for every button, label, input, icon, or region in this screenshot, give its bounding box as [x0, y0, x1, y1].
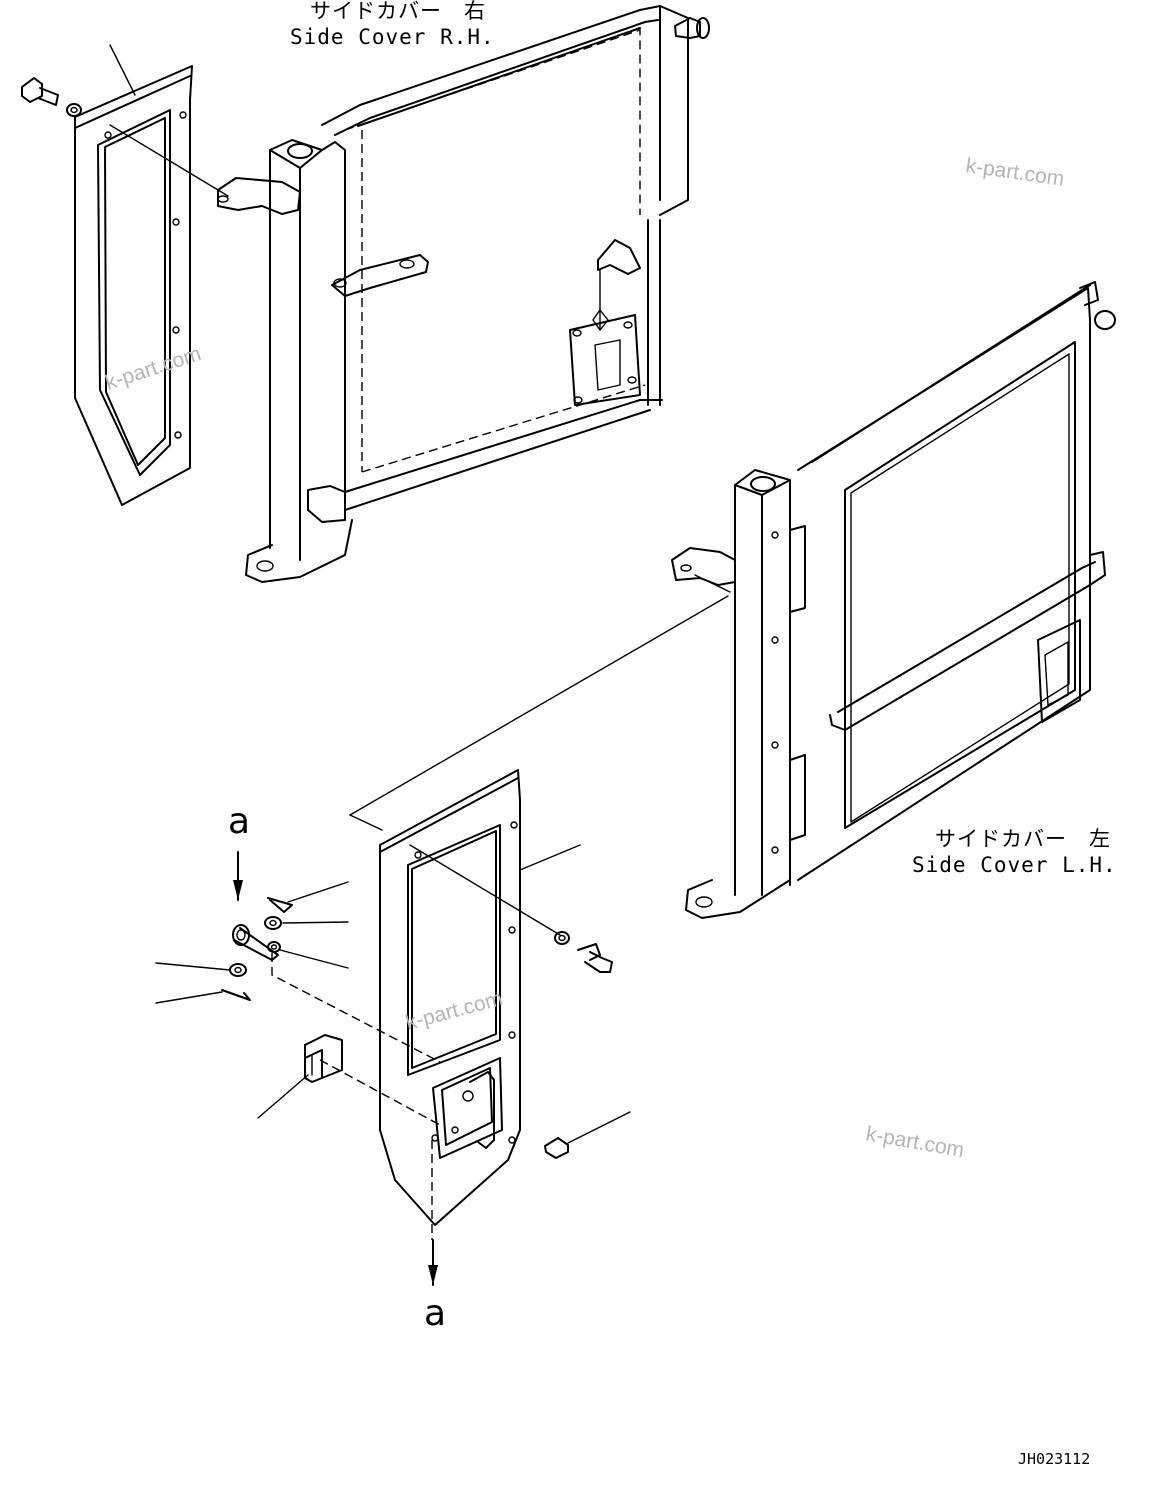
latch-hardware	[155, 851, 438, 1286]
side-plate-lower	[271, 595, 729, 1240]
side-cover-rh	[109, 5, 710, 583]
view-a-label-bottom: a	[424, 1293, 446, 1334]
watermark: k-part.com	[864, 1122, 966, 1162]
view-a-label-top: a	[228, 801, 250, 842]
left-cover-label-jp: サイドカバー 左	[935, 827, 1111, 851]
watermark: k-part.com	[403, 987, 505, 1035]
right-cover-label-en: Side Cover R.H.	[290, 25, 495, 49]
gasket-plate-left	[21, 44, 193, 506]
side-cover-lh	[671, 281, 1116, 919]
watermark: k-part.com	[964, 154, 1065, 191]
right-cover-label-jp: サイドカバー 右	[310, 0, 486, 23]
left-cover-label-en: Side Cover L.H.	[912, 853, 1117, 877]
drawing-code: JH023112	[1018, 1450, 1090, 1468]
watermark: k-part.com	[102, 342, 203, 395]
